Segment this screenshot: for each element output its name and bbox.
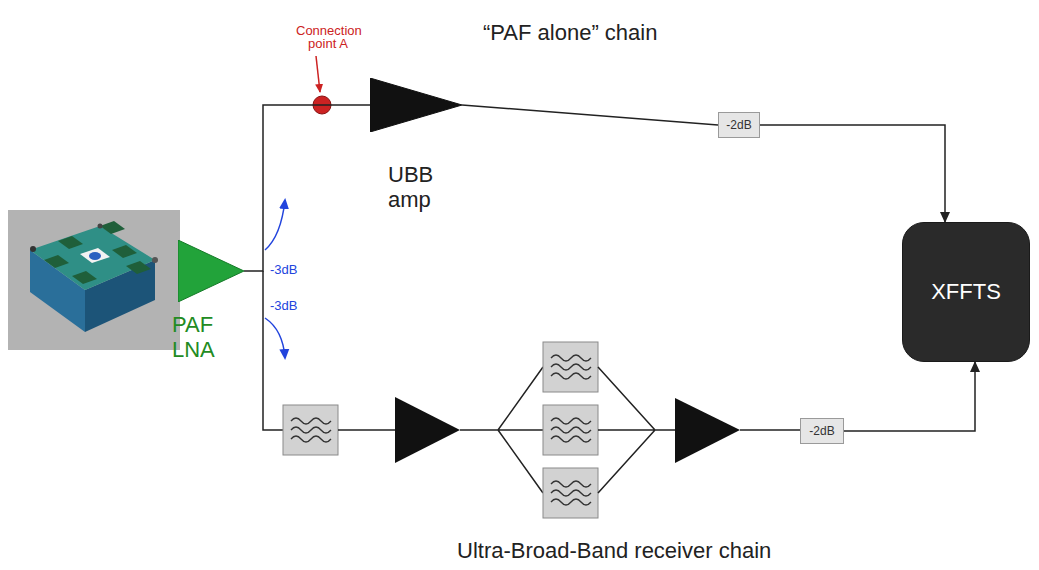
node-label: XFFTS	[931, 279, 1001, 305]
receiver-chain	[263, 271, 800, 518]
signal-wire	[244, 105, 370, 271]
node-label: UBB amp	[388, 162, 440, 212]
signal-wire	[462, 105, 718, 125]
triangle-shape	[370, 78, 462, 132]
loss-label: -3dB	[270, 298, 314, 313]
spectrometer-box: XFFTS	[902, 222, 1030, 362]
split-arrow	[265, 318, 285, 358]
amplifier-triangle: PAF LNA	[178, 240, 244, 302]
chain-title: Ultra-Broad-Band receiver chain	[457, 538, 917, 564]
signal-wire	[844, 362, 975, 431]
chain-title: “PAF alone” chain	[483, 20, 743, 46]
callout-label: Connection point A	[296, 24, 360, 50]
loss-label: -3dB	[270, 262, 314, 277]
attenuator-box: -2dB	[800, 418, 844, 444]
leader-line	[316, 56, 320, 92]
split-arrow	[265, 200, 285, 250]
node-label: PAF LNA	[172, 312, 232, 362]
triangle-shape	[178, 240, 244, 302]
amplifier-triangle: UBB amp	[370, 78, 462, 132]
antenna-picture	[8, 210, 180, 350]
node-label: -2dB	[726, 118, 751, 132]
signal-wire	[760, 125, 945, 222]
node-label: -2dB	[809, 424, 834, 438]
attenuator-box: -2dB	[718, 112, 760, 138]
